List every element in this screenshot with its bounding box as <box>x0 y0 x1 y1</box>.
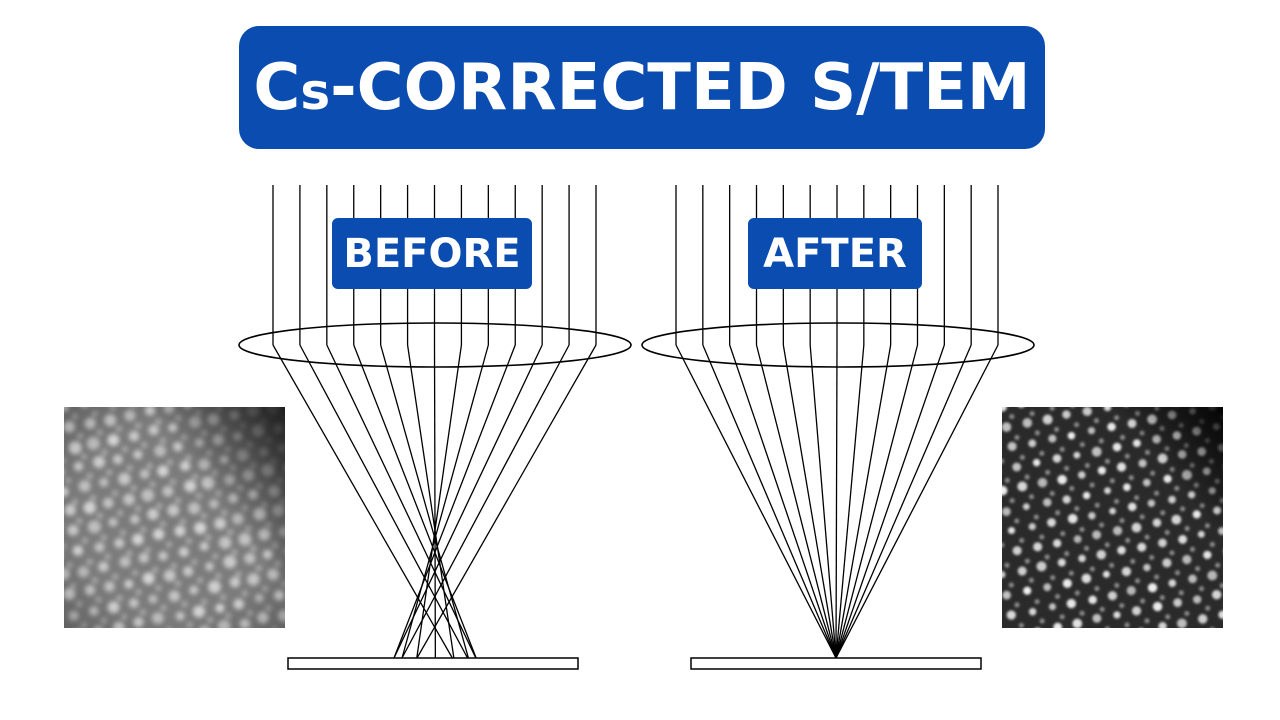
converging-ray <box>702 344 837 659</box>
converging-ray <box>401 344 570 659</box>
converging-ray <box>393 344 516 659</box>
converging-ray <box>835 344 892 659</box>
after-micrograph <box>1002 407 1223 628</box>
after-label: AFTER <box>763 230 907 277</box>
converging-ray <box>433 344 437 659</box>
converging-ray <box>755 344 837 659</box>
converging-ray <box>416 344 597 659</box>
title-banner: Cs-CORRECTED S/TEM <box>239 26 1045 149</box>
converging-ray <box>326 344 477 659</box>
converging-ray <box>416 344 463 659</box>
converging-ray <box>835 344 945 659</box>
converging-ray <box>835 344 865 659</box>
converging-ray <box>393 344 543 659</box>
before-label: BEFORE <box>343 230 521 277</box>
converging-ray <box>401 344 489 659</box>
converging-ray <box>835 344 838 659</box>
page-title: Cs-CORRECTED S/TEM <box>253 50 1031 125</box>
after-label-badge: AFTER <box>748 218 922 289</box>
converging-ray <box>675 344 837 659</box>
converging-ray <box>835 344 999 659</box>
after-lens <box>641 322 1035 368</box>
before-specimen-plane <box>287 657 579 670</box>
converging-ray <box>809 344 837 659</box>
before-lens <box>238 322 632 368</box>
after-specimen-plane <box>690 657 982 670</box>
before-micrograph <box>64 407 285 628</box>
converging-ray <box>835 344 972 659</box>
converging-ray <box>380 344 470 659</box>
converging-ray <box>729 344 837 659</box>
before-label-badge: BEFORE <box>332 218 532 289</box>
converging-ray <box>353 344 477 659</box>
converging-ray <box>272 344 453 659</box>
after-ray-bundle <box>675 185 999 659</box>
converging-ray <box>299 344 469 659</box>
converging-ray <box>782 344 837 659</box>
converging-ray <box>835 344 919 659</box>
